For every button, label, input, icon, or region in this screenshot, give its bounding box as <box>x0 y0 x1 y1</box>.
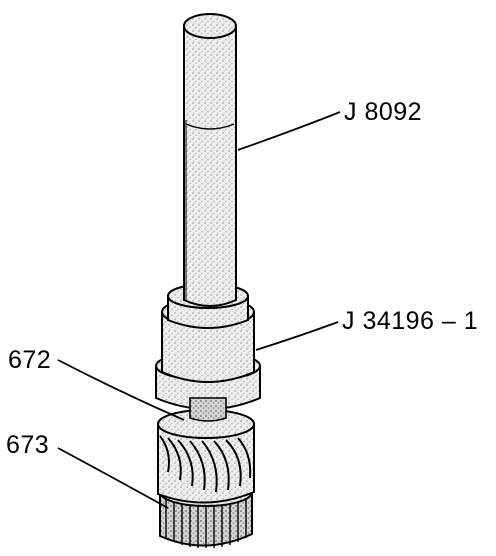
leader-lines <box>57 111 341 509</box>
leader-j8092 <box>237 111 341 151</box>
leader-672 <box>57 359 185 421</box>
label-j34196-1: J 34196 – 1 <box>342 307 479 335</box>
handle-j8092 <box>183 13 237 307</box>
leader-673 <box>57 447 169 509</box>
installer-j34196-1 <box>155 283 261 422</box>
label-672: 672 <box>8 346 52 374</box>
label-j8092: J 8092 <box>344 98 423 126</box>
leader-j34196-1 <box>255 321 339 351</box>
gear-672 <box>157 409 255 504</box>
label-673: 673 <box>6 431 50 459</box>
